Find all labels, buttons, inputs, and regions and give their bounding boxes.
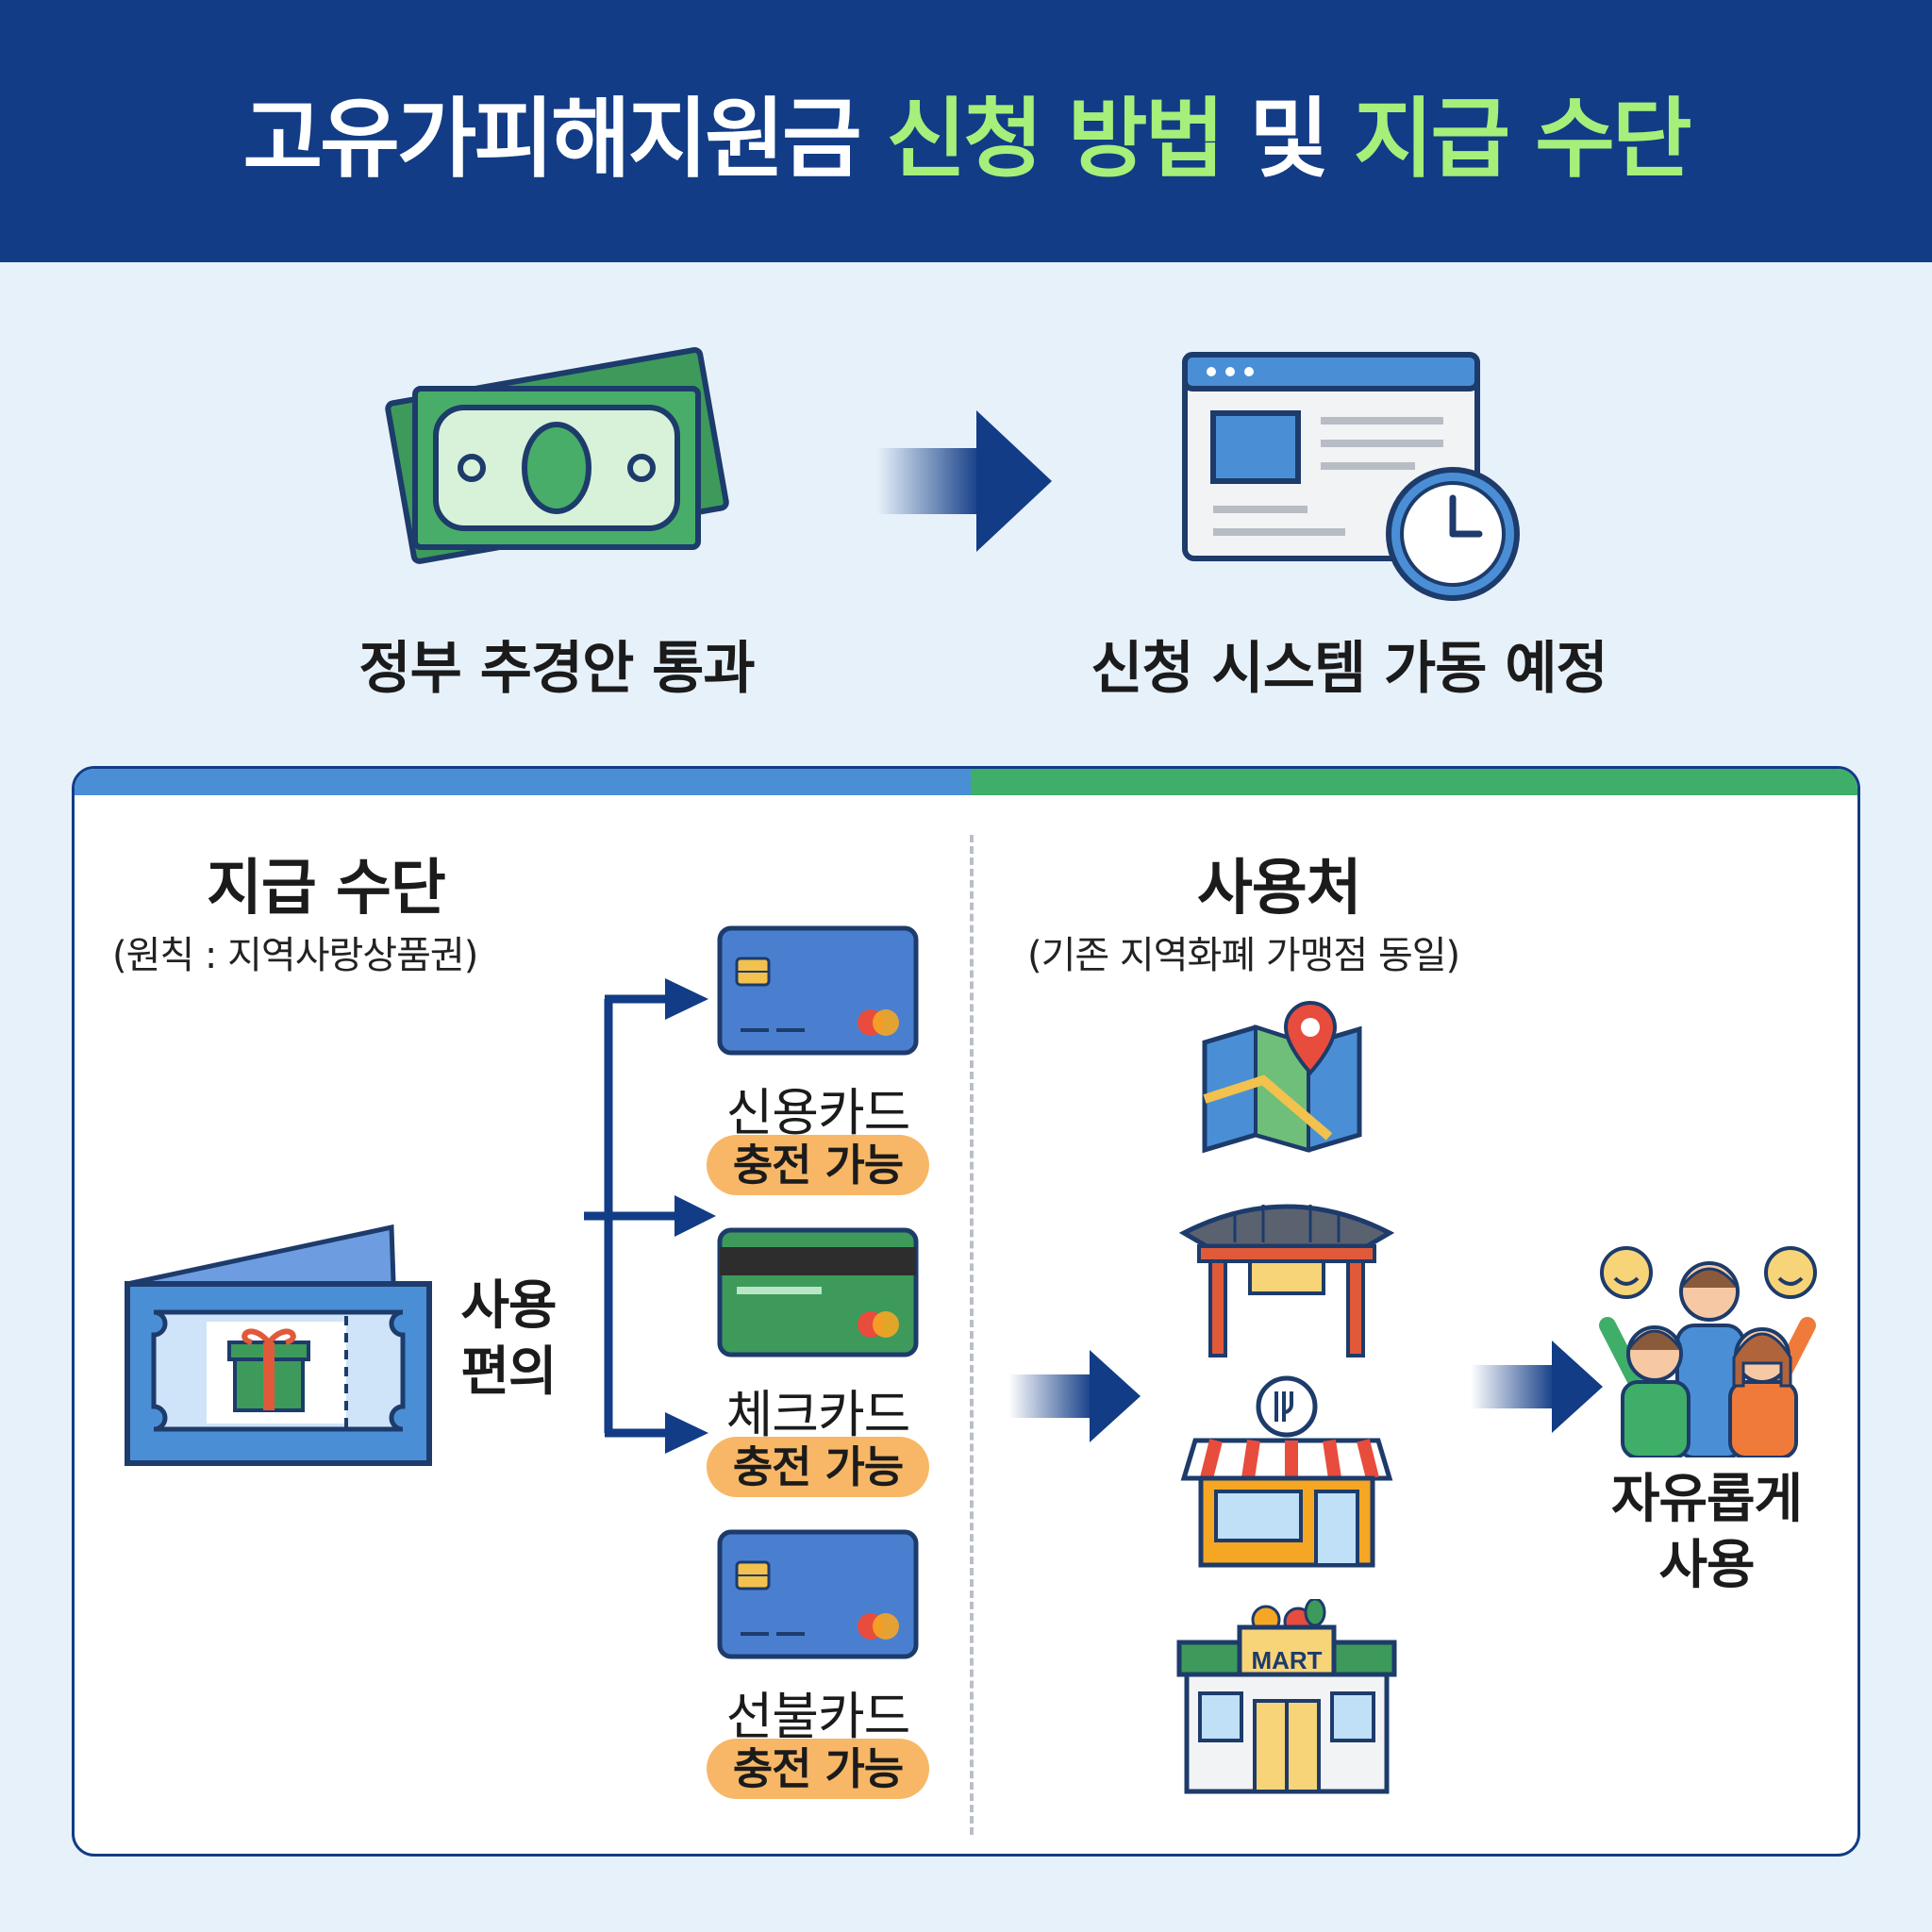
page-title: 고유가피해지원금 신청 방법 및 지급 수단	[242, 69, 1692, 194]
payment-title: 지급 수단	[207, 854, 446, 924]
credit-card-icon	[717, 925, 919, 1056]
traditional-market-gate-icon	[1178, 1204, 1395, 1357]
prepaid-card-icon	[717, 1529, 919, 1659]
browser-clock-icon	[1182, 352, 1520, 601]
arrow-right-icon	[877, 410, 1052, 552]
branch-arrows	[584, 978, 716, 1454]
happy-family-icon	[1599, 1246, 1817, 1457]
arrow-right-icon	[1471, 1341, 1603, 1433]
payment-subtitle: (원칙 : 지역사랑상품권)	[112, 934, 478, 977]
info-panel: 지급 수단 (원칙 : 지역사랑상품권) 사용 편의	[72, 766, 1860, 1857]
mart-icon: MART	[1176, 1599, 1397, 1794]
arrow-right-icon	[1008, 1350, 1141, 1442]
panel-top-bar-green	[971, 769, 1857, 795]
result-line-2: 사용	[1658, 1535, 1755, 1596]
convenience-label: 사용 편의	[452, 1274, 565, 1406]
title-part-2: 신청 방법	[886, 88, 1225, 190]
map-pin-icon	[1202, 1000, 1362, 1154]
step1-label: 정부 추경안 통과	[358, 636, 755, 702]
step2-label: 신청 시스템 가동 예정	[1091, 636, 1607, 702]
restaurant-icon	[1180, 1375, 1393, 1568]
card-2-badge: 충전 가능	[707, 1437, 929, 1497]
check-card-icon	[717, 1227, 919, 1357]
card-3-badge: 충전 가능	[707, 1739, 929, 1799]
usage-title: 사용처	[1197, 854, 1362, 924]
card-1-name: 신용카드	[725, 1083, 911, 1142]
panel-divider	[970, 835, 974, 1835]
mart-sign: MART	[1251, 1646, 1322, 1674]
gift-voucher-icon	[125, 1224, 432, 1466]
card-1-badge: 충전 가능	[707, 1135, 929, 1195]
card-2-name: 체크카드	[725, 1385, 911, 1444]
card-3-name: 선불카드	[725, 1687, 911, 1746]
title-part-3: 및	[1222, 88, 1354, 190]
usage-subtitle: (기존 지역화폐 가맹점 동일)	[1027, 934, 1460, 977]
title-part-4: 지급 수단	[1353, 88, 1692, 190]
money-stack-icon	[385, 347, 729, 564]
result-label: 자유롭게 사용	[1584, 1467, 1829, 1599]
panel-top-bar-blue	[75, 769, 971, 795]
header-banner: 고유가피해지원금 신청 방법 및 지급 수단	[0, 0, 1932, 262]
convenience-line-1: 사용	[460, 1275, 557, 1337]
result-line-1: 자유롭게	[1610, 1469, 1803, 1530]
title-part-1: 고유가피해지원금	[242, 88, 887, 190]
convenience-line-2: 편의	[460, 1341, 557, 1403]
